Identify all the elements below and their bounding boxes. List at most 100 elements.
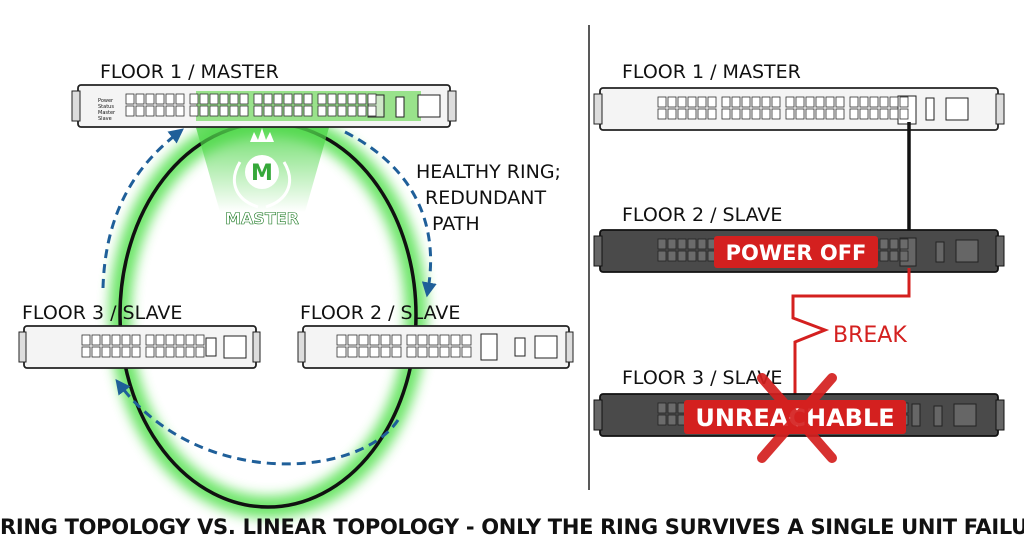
ring-panel: Power Status Master Slave FLOOR 1 / MAST… bbox=[18, 61, 574, 518]
svg-text:Power: Power bbox=[98, 98, 114, 104]
ethernet-port bbox=[347, 334, 358, 346]
ethernet-port bbox=[849, 96, 859, 108]
ethernet-port bbox=[795, 108, 805, 120]
ethernet-port bbox=[239, 105, 249, 117]
ethernet-port bbox=[253, 93, 263, 105]
ethernet-port bbox=[81, 334, 91, 346]
ethernet-port bbox=[899, 108, 909, 120]
ring-floor3-label: FLOOR 3 / SLAVE bbox=[22, 302, 182, 324]
ethernet-port bbox=[229, 105, 239, 117]
ethernet-port bbox=[293, 93, 303, 105]
ethernet-port bbox=[795, 96, 805, 108]
ethernet-port bbox=[859, 96, 869, 108]
ethernet-port bbox=[155, 334, 165, 346]
ethernet-port bbox=[751, 108, 761, 120]
ethernet-port bbox=[439, 334, 450, 346]
ethernet-port bbox=[667, 414, 677, 426]
ethernet-port bbox=[899, 250, 909, 262]
ethernet-port bbox=[825, 96, 835, 108]
ethernet-port bbox=[417, 334, 428, 346]
ethernet-port bbox=[131, 334, 141, 346]
ethernet-port bbox=[209, 93, 219, 105]
ring-floor2-label: FLOOR 2 / SLAVE bbox=[300, 302, 460, 324]
ethernet-port bbox=[199, 105, 209, 117]
ethernet-port bbox=[869, 96, 879, 108]
ethernet-port bbox=[731, 108, 741, 120]
ethernet-port bbox=[185, 334, 195, 346]
ethernet-port bbox=[697, 238, 707, 250]
linear-floor1-switch bbox=[593, 87, 1005, 131]
ethernet-port bbox=[81, 346, 91, 358]
ethernet-port bbox=[317, 93, 327, 105]
ethernet-port bbox=[785, 108, 795, 120]
ethernet-port bbox=[367, 93, 377, 105]
svg-text:Master: Master bbox=[98, 110, 116, 116]
ethernet-port bbox=[337, 105, 347, 117]
ethernet-port bbox=[657, 238, 667, 250]
ethernet-port bbox=[219, 105, 229, 117]
ethernet-port bbox=[111, 346, 121, 358]
ethernet-port bbox=[380, 346, 391, 358]
ethernet-port bbox=[391, 334, 402, 346]
ethernet-port bbox=[879, 108, 889, 120]
ethernet-port bbox=[229, 93, 239, 105]
ethernet-port bbox=[165, 105, 175, 117]
ethernet-port bbox=[135, 93, 145, 105]
ethernet-port bbox=[219, 93, 229, 105]
figure-caption: RING TOPOLOGY VS. LINEAR TOPOLOGY - ONLY… bbox=[0, 515, 1024, 539]
dashed-arrow-left bbox=[101, 128, 184, 289]
ethernet-port bbox=[165, 334, 175, 346]
ethernet-port bbox=[283, 93, 293, 105]
ethernet-port bbox=[741, 96, 751, 108]
ethernet-port bbox=[358, 334, 369, 346]
ethernet-port bbox=[450, 334, 461, 346]
ethernet-port bbox=[367, 105, 377, 117]
ethernet-port bbox=[369, 334, 380, 346]
ethernet-port bbox=[835, 96, 845, 108]
dashed-arrow-right bbox=[344, 130, 437, 298]
ethernet-port bbox=[667, 96, 677, 108]
ethernet-port bbox=[657, 108, 667, 120]
ethernet-port bbox=[815, 108, 825, 120]
ethernet-port bbox=[185, 346, 195, 358]
ethernet-port bbox=[175, 334, 185, 346]
floor1-master-switch: Power Status Master Slave bbox=[71, 84, 457, 128]
ring-floor1-label: FLOOR 1 / MASTER bbox=[100, 61, 279, 83]
ethernet-port bbox=[263, 93, 273, 105]
ethernet-port bbox=[657, 414, 667, 426]
ethernet-port bbox=[707, 96, 717, 108]
ethernet-port bbox=[721, 96, 731, 108]
ethernet-port bbox=[145, 346, 155, 358]
ethernet-port bbox=[657, 96, 667, 108]
ethernet-port bbox=[869, 108, 879, 120]
ethernet-port bbox=[667, 402, 677, 414]
ethernet-port bbox=[835, 108, 845, 120]
ethernet-port bbox=[101, 334, 111, 346]
x-mark-icon bbox=[757, 373, 837, 463]
ethernet-port bbox=[721, 108, 731, 120]
ethernet-port bbox=[155, 105, 165, 117]
ethernet-port bbox=[731, 96, 741, 108]
ethernet-port bbox=[347, 105, 357, 117]
ethernet-port bbox=[391, 346, 402, 358]
ethernet-port bbox=[91, 334, 101, 346]
ethernet-port bbox=[347, 346, 358, 358]
ethernet-port bbox=[667, 250, 677, 262]
ethernet-port bbox=[761, 96, 771, 108]
ethernet-port bbox=[677, 96, 687, 108]
ethernet-port bbox=[293, 105, 303, 117]
ethernet-port bbox=[145, 334, 155, 346]
ethernet-port bbox=[303, 105, 313, 117]
laurel-icon bbox=[232, 161, 292, 209]
ethernet-port bbox=[327, 93, 337, 105]
ethernet-port bbox=[428, 334, 439, 346]
ethernet-port bbox=[101, 346, 111, 358]
ethernet-port bbox=[380, 334, 391, 346]
ethernet-port bbox=[317, 105, 327, 117]
ethernet-port bbox=[175, 93, 185, 105]
master-badge: M MASTER bbox=[225, 128, 299, 228]
ethernet-port bbox=[825, 108, 835, 120]
svg-text:Status: Status bbox=[98, 104, 114, 110]
ethernet-port bbox=[849, 108, 859, 120]
